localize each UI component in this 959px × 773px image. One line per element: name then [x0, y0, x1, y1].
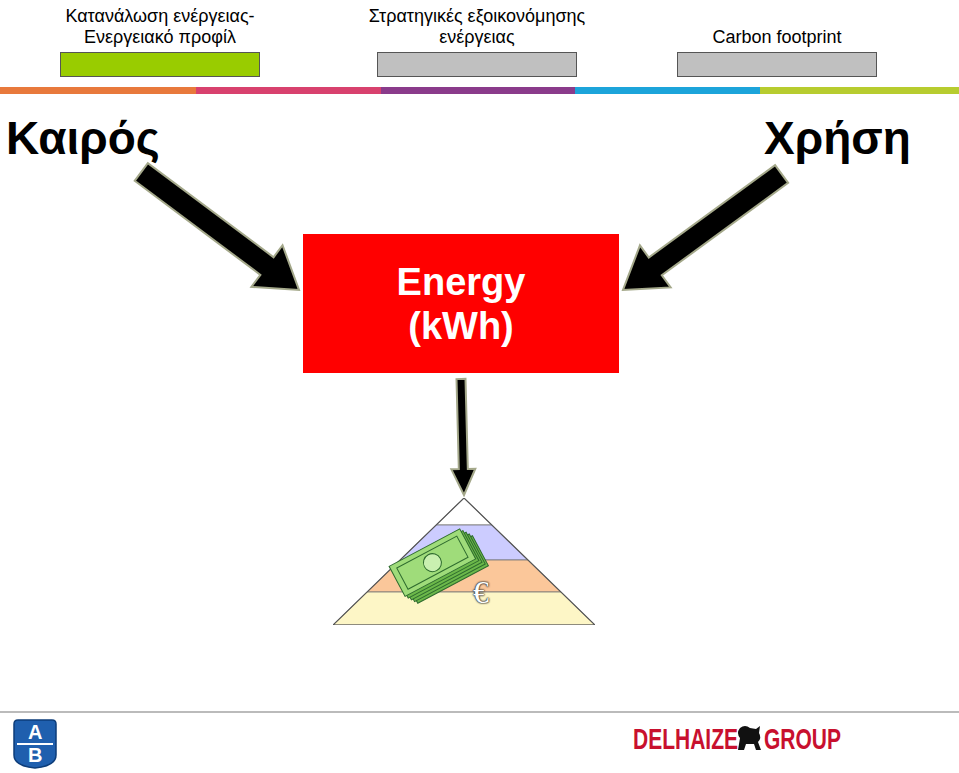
input-label-text: Χρήση — [764, 110, 911, 166]
banknote-seal — [420, 550, 444, 574]
tab-bar — [60, 52, 260, 77]
banknote-frame — [397, 536, 468, 589]
stripe-segment — [575, 87, 760, 94]
tab-heading-area: Στρατηγικές εξοικονόμησης ενέργειας — [347, 2, 607, 48]
pyramid-outline — [333, 498, 595, 625]
tab-heading-area: Κατανάλωση ενέργειας- Ενεργειακό προφίλ — [30, 2, 290, 48]
section-tab: Στρατηγικές εξοικονόμησης ενέργειας — [347, 2, 607, 77]
stripe-segment — [0, 87, 196, 94]
section-tab: Carbon footprint — [647, 2, 907, 77]
energy-box: Energy (kWh) — [303, 234, 619, 373]
energy-text: Energy (kWh) — [376, 260, 546, 348]
cost-pyramid: € — [333, 498, 595, 625]
pyramid-band — [436, 498, 492, 525]
tab-bar — [377, 52, 577, 77]
tab-heading: Carbon footprint — [647, 27, 907, 48]
tab-heading: Στρατηγικές εξοικονόμησης ενέργειας — [347, 6, 607, 48]
tab-bar — [677, 52, 877, 77]
logo-letter: A — [28, 721, 42, 743]
block-arrow — [451, 379, 475, 495]
input-label: Χρήση — [764, 110, 911, 166]
stripe-segment — [381, 87, 575, 94]
euro-symbol: € — [473, 574, 489, 610]
lion-emblem — [738, 726, 761, 750]
block-arrow — [623, 165, 788, 290]
section-tab: Κατανάλωση ενέργειας- Ενεργειακό προφίλ — [30, 2, 290, 77]
tab-heading-area: Carbon footprint — [647, 2, 907, 48]
banknote — [389, 529, 476, 597]
pyramid-band — [333, 592, 595, 625]
footer-rule — [0, 711, 959, 713]
stripe-segment — [760, 87, 959, 94]
brand-name: GROUP — [764, 723, 841, 755]
stripe-segment — [196, 87, 381, 94]
ab-logo-shield — [14, 720, 56, 768]
brand-name: DELHAIZE — [633, 723, 738, 755]
block-arrow — [135, 163, 299, 290]
logo-letter: B — [28, 744, 42, 766]
pyramid-graphic — [333, 498, 595, 625]
input-label: Καιρός — [6, 110, 160, 166]
tab-heading: Κατανάλωση ενέργειας- Ενεργειακό προφίλ — [30, 6, 290, 48]
input-label-text: Καιρός — [6, 110, 160, 166]
